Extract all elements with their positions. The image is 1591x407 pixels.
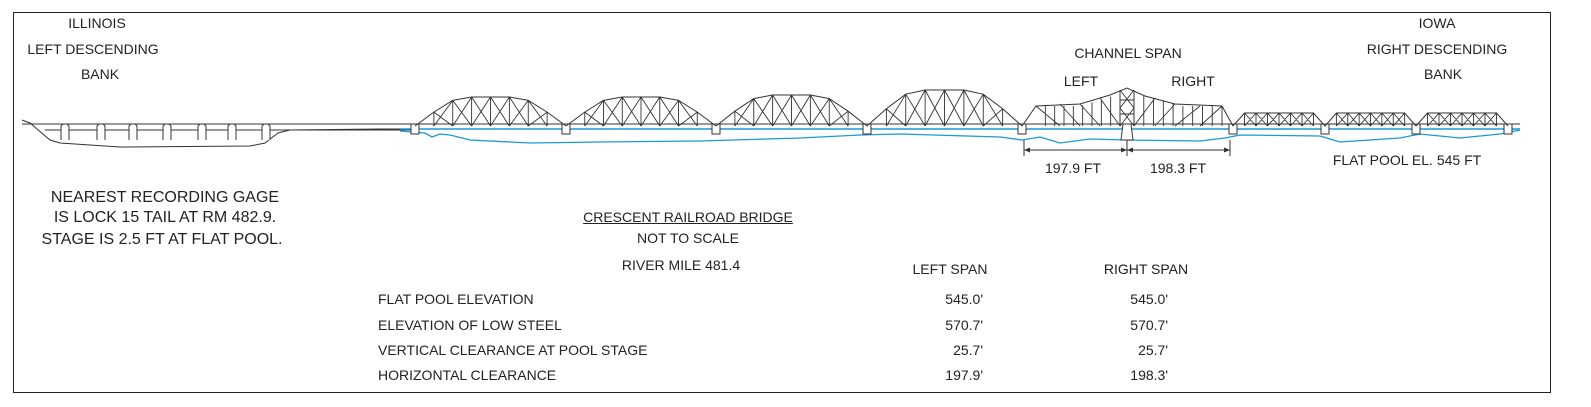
dimension-arrow [1127, 147, 1133, 153]
table-row-left: 570.7' [945, 317, 983, 333]
right-bank-label: RIGHT DESCENDING [1366, 41, 1508, 57]
left-bank-label: ILLINOIS [68, 15, 126, 31]
table-row-right: 198.3' [1130, 367, 1168, 383]
river-pier [1320, 123, 1330, 135]
swing-span-pier [1120, 123, 1134, 141]
channel-right-label: RIGHT [1171, 73, 1215, 89]
channel-span-web [1035, 93, 1223, 127]
table-row-left: 545.0' [945, 291, 983, 307]
gage-note: NEAREST RECORDING GAGE [50, 189, 280, 206]
table-row-label: FLAT POOL ELEVATION [378, 291, 534, 307]
approach-pier [60, 123, 70, 140]
table-row-right: 545.0' [1130, 291, 1168, 307]
approach-pier [261, 123, 271, 140]
table-header-left: LEFT SPAN [912, 261, 988, 277]
gage-note: STAGE IS 2.5 FT AT FLAT POOL. [41, 231, 283, 248]
through-truss-web [1427, 112, 1497, 127]
swing-span-tower [1119, 89, 1135, 127]
table-row-left: 197.9' [945, 367, 983, 383]
through-truss-web [1244, 112, 1314, 127]
dimension-arrow [1024, 147, 1030, 153]
table-row-label: ELEVATION OF LOW STEEL [378, 317, 562, 333]
drawing-border [13, 12, 1551, 393]
river-mile: RIVER MILE 481.4 [621, 257, 741, 273]
approach-pier [162, 123, 172, 140]
table-row-left: 25.7' [953, 342, 983, 358]
channel-span-title: CHANNEL SPAN [1074, 45, 1182, 61]
dimension-arrow [1224, 147, 1230, 153]
table-row-label: HORIZONTAL CLEARANCE [378, 367, 557, 383]
river-pier [1017, 123, 1027, 135]
approach-pier [197, 123, 207, 140]
right-bank-label: BANK [1423, 66, 1463, 82]
right-bank-label: IOWA [1418, 15, 1456, 31]
river-pier [1411, 123, 1421, 135]
camelback-truss-web [584, 96, 698, 127]
flat-pool-label: FLAT POOL EL. 545 FT [1332, 152, 1482, 168]
channel-span-top-chord [1021, 87, 1234, 127]
camelback-truss-web [885, 89, 1004, 127]
river-pier [862, 123, 872, 135]
dimension-arrow [1121, 147, 1127, 153]
through-truss-web [1335, 112, 1406, 127]
left-bank-label: LEFT DESCENDING [27, 41, 159, 57]
camelback-truss-web [734, 94, 849, 127]
table-header-right: RIGHT SPAN [1103, 261, 1189, 277]
river-pier [1503, 123, 1513, 135]
river-pier [561, 123, 571, 135]
left-bank-label: BANK [80, 66, 120, 82]
river-bed [399, 129, 1521, 144]
scale-note: NOT TO SCALE [637, 230, 739, 246]
table-row-right: 570.7' [1130, 317, 1168, 333]
approach-pier [227, 123, 237, 140]
table-row-right: 25.7' [1138, 342, 1168, 358]
bridge-name: CRESCENT RAILROAD BRIDGE [583, 209, 793, 225]
approach-pier [96, 123, 106, 140]
river-pier [410, 123, 420, 135]
left-span-width: 197.9 FT [1044, 160, 1102, 176]
right-span-width: 198.3 FT [1149, 160, 1207, 176]
gage-note: IS LOCK 15 TAIL AT RM 482.9. [53, 209, 277, 226]
approach-pier [128, 123, 138, 140]
channel-left-label: LEFT [1063, 73, 1099, 89]
camelback-truss-web [433, 96, 548, 127]
river-pier [711, 123, 721, 135]
river-pier [1228, 123, 1238, 135]
table-row-label: VERTICAL CLEARANCE AT POOL STAGE [378, 342, 648, 358]
dimension-lines [1023, 140, 1231, 156]
